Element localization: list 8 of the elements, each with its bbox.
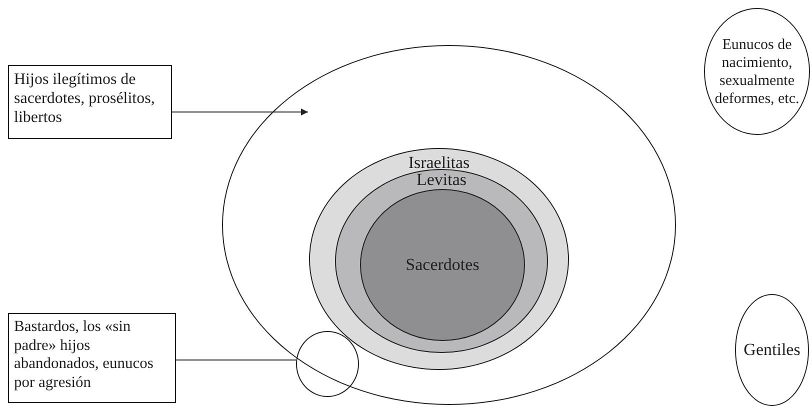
node-label: Eunucos de nacimiento, sexualmente deformes, etc.: [714, 36, 800, 108]
node-label: Gentiles: [744, 340, 800, 360]
node-label: Bastardos, los «sin padre» hijos abandonados, eunucos por agresión: [14, 318, 154, 392]
node-label: Hijos ilegítimos de sacerdotes, prosélitos, libertos: [14, 70, 156, 128]
node-label: Sacerdotes: [406, 254, 480, 276]
arrow: [172, 108, 308, 116]
text-box: [8, 313, 176, 403]
text-box: [8, 65, 172, 139]
